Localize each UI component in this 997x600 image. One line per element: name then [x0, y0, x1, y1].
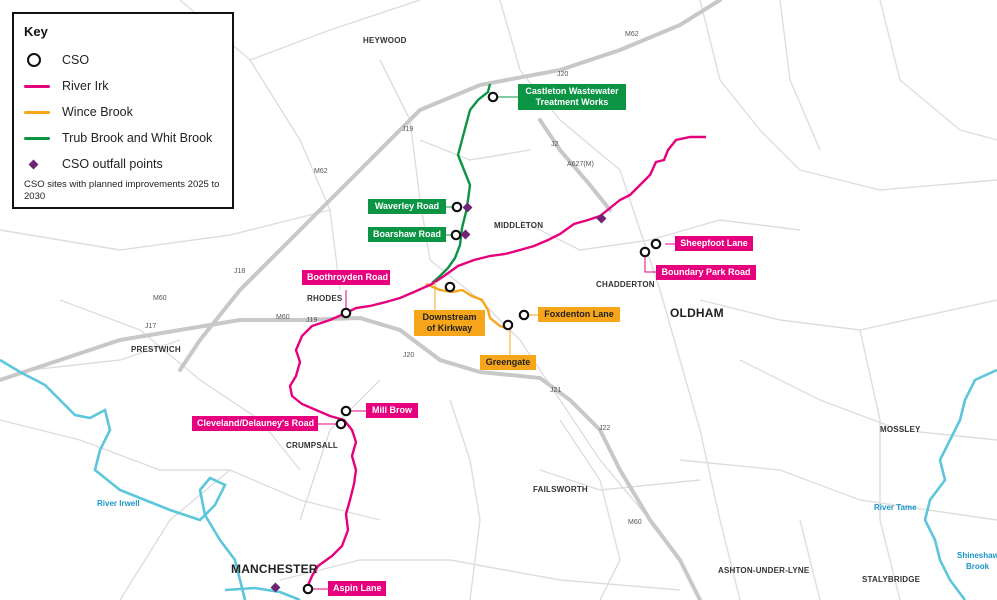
cso-sites — [302, 91, 662, 595]
place-chadderton: CHADDERTON — [596, 280, 655, 289]
cso-waverley — [451, 201, 463, 213]
road-a627m: A627(M) — [567, 161, 594, 168]
road-j20-top: J20 — [557, 71, 568, 78]
road-j19-mid: J19 — [306, 317, 317, 324]
key-title: Key — [24, 24, 48, 39]
outfall-waverley — [462, 202, 473, 213]
key-label: CSO outfall points — [62, 157, 163, 171]
label-shineshaw-brook-2: Brook — [966, 562, 990, 571]
label-castleton: Castleton Wastewater Treatment Works — [518, 84, 626, 110]
place-mossley: MOSSLEY — [880, 425, 921, 434]
place-heywood: HEYWOOD — [363, 36, 407, 45]
road-j21: J21 — [550, 387, 561, 394]
label-shineshaw-brook-1: Shineshaw — [957, 551, 997, 560]
road-m60-mid: M60 — [276, 314, 290, 321]
outfall-points — [270, 202, 607, 593]
water-courses — [0, 358, 997, 600]
label-foxdenton-lane: Foxdenton Lane — [538, 307, 620, 322]
key-label: Trub Brook and Whit Brook — [62, 131, 213, 145]
key-row-outfall: CSO outfall points — [24, 155, 163, 173]
place-failsworth: FAILSWORTH — [533, 485, 588, 494]
cso-boothroyden — [340, 307, 352, 319]
key-label: CSO — [62, 53, 90, 67]
leader-lines — [313, 96, 675, 590]
road-m60-bottom: M60 — [628, 519, 642, 526]
road-j19-top: J19 — [402, 126, 413, 133]
key-row-cso: CSO — [24, 51, 89, 69]
place-ashton: ASHTON-UNDER-LYNE — [718, 566, 810, 575]
key-row-river-irk: River Irk — [24, 77, 109, 95]
key-row-trub-brook: Trub Brook and Whit Brook — [24, 129, 212, 147]
cso-boundary — [639, 246, 651, 258]
motorways — [0, 0, 722, 600]
key-note: CSO sites with planned improvements 2025… — [24, 179, 220, 202]
label-waverley-road: Waverley Road — [368, 199, 446, 214]
road-j2: J2 — [551, 141, 559, 148]
label-mill-brow: Mill Brow — [366, 403, 418, 418]
place-stalybridge: STALYBRIDGE — [862, 575, 921, 584]
road-m60-left: M60 — [153, 295, 167, 302]
place-prestwich: PRESTWICH — [131, 345, 181, 354]
line-swatch-icon — [24, 110, 50, 114]
label-aspin-lane: Aspin Lane — [328, 581, 386, 596]
cso-ring-icon — [27, 53, 41, 67]
outfall-boarshaw — [460, 229, 471, 240]
road-m62-top: M62 — [625, 31, 639, 38]
cso-aspin — [302, 583, 314, 595]
cso-boarshaw — [450, 229, 462, 241]
label-sheepfoot-lane: Sheepfoot Lane — [675, 236, 753, 251]
cso-millbrow — [340, 405, 352, 417]
place-manchester: MANCHESTER — [231, 562, 318, 576]
cso-castleton — [487, 91, 499, 103]
river-irwell-line — [0, 358, 247, 600]
label-river-irwell: River Irwell — [97, 499, 140, 508]
outfall-middleton-irk — [596, 213, 607, 224]
wince-brook-line — [425, 282, 507, 330]
cso-cleveland — [335, 418, 347, 430]
cso-kirkway — [444, 281, 456, 293]
key-label: River Irk — [62, 79, 109, 93]
map-key: Key CSO River Irk Wince Brook Trub Brook… — [12, 12, 234, 209]
road-j20-mid: J20 — [403, 352, 414, 359]
key-row-wince-brook: Wince Brook — [24, 103, 133, 121]
diamond-icon — [28, 159, 39, 169]
road-m62-left: M62 — [314, 168, 328, 175]
outfall-manchester — [270, 582, 281, 593]
key-label: Wince Brook — [62, 105, 133, 119]
line-swatch-icon — [24, 84, 50, 88]
cso-greengate — [502, 319, 514, 331]
river-irk-line — [288, 135, 706, 591]
label-downstream-kirkway: Downstream of Kirkway — [414, 310, 485, 336]
label-greengate: Greengate — [480, 355, 536, 370]
line-swatch-icon — [24, 136, 50, 140]
place-middleton: MIDDLETON — [494, 221, 543, 230]
label-boarshaw-road: Boarshaw Road — [368, 227, 446, 242]
road-j18: J18 — [234, 268, 245, 275]
place-oldham: OLDHAM — [670, 306, 724, 320]
cso-sheepfoot — [650, 238, 662, 250]
river-tame-line — [923, 368, 997, 600]
trub-brook-line — [431, 83, 492, 284]
label-boothroyden-road: Boothroyden Road — [302, 270, 390, 285]
road-j17: J17 — [145, 323, 156, 330]
label-cleveland-delauney: Cleveland/Delauney's Road — [192, 416, 318, 431]
cso-foxdenton — [518, 309, 530, 321]
place-crumpsall: CRUMPSALL — [286, 441, 338, 450]
place-rhodes: RHODES — [307, 294, 343, 303]
label-boundary-park-road: Boundary Park Road — [656, 265, 756, 280]
road-j22: J22 — [599, 425, 610, 432]
label-river-tame: River Tame — [874, 503, 917, 512]
